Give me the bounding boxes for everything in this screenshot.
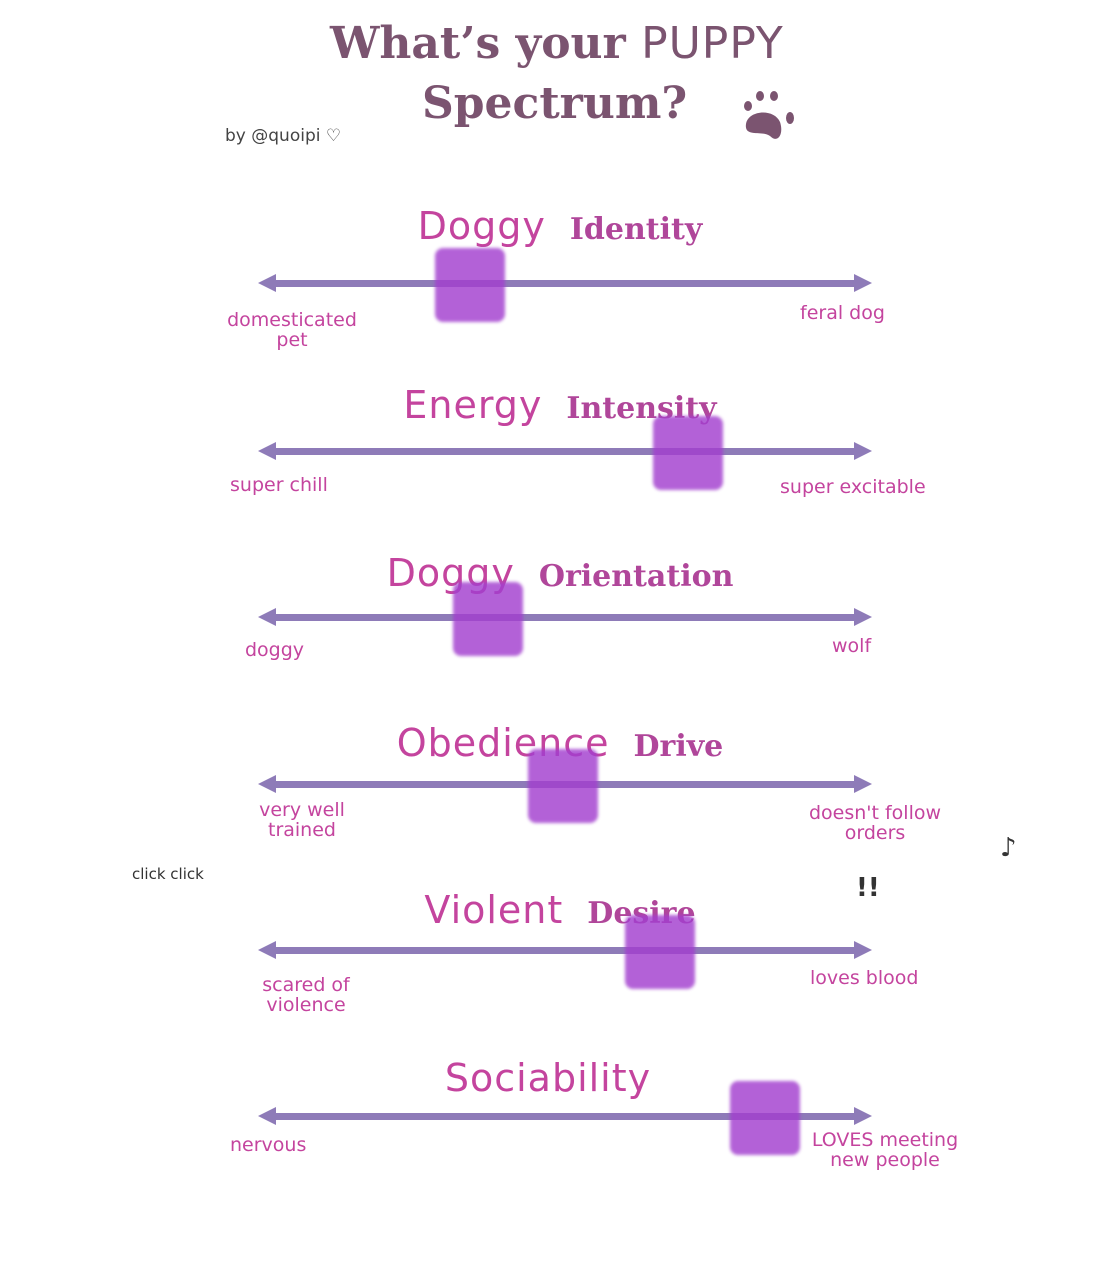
spectrum-marker[interactable] — [652, 416, 723, 490]
music-note-icon: ♪ — [1000, 833, 1017, 863]
spectrum-marker[interactable] — [453, 582, 524, 656]
spectrum-left-label: doggy — [245, 639, 305, 661]
title-line2: Spectrum? — [422, 78, 688, 129]
spectrum-marker[interactable] — [528, 749, 599, 823]
arrow-right-head — [854, 274, 872, 292]
title-puppy: PUPPY — [641, 18, 784, 69]
author-credit: by @quoipi ♡ — [225, 126, 342, 146]
page-title: What’s your PUPPY Spectrum? — [330, 14, 784, 134]
arrow-line — [268, 448, 862, 455]
spectrum-title-word2: Identity — [569, 212, 703, 247]
arrow-left-head — [258, 941, 276, 959]
arrow-left-head — [258, 775, 276, 793]
spectrum-arrow — [258, 582, 872, 656]
arrow-line — [268, 947, 862, 954]
spectrum-arrow — [258, 248, 872, 322]
spectrum-title-word2: Orientation — [538, 559, 734, 594]
spectrum-right-label: doesn't follow orders — [808, 802, 942, 844]
arrow-line — [268, 280, 862, 287]
spectrum-marker[interactable] — [730, 1081, 801, 1155]
arrow-line — [268, 614, 862, 621]
spectrum-arrow — [258, 749, 872, 823]
spectrum-marker[interactable] — [434, 248, 505, 322]
spectrum-left-label: nervous — [230, 1134, 307, 1156]
spectrum-right-label: super excitable — [780, 476, 926, 498]
spectrum-title-word1: Energy — [403, 383, 543, 427]
arrow-left-head — [258, 274, 276, 292]
arrow-right-head — [854, 608, 872, 626]
spectrum-left-label: very well trained — [259, 799, 345, 841]
title-line1: What’s your — [330, 18, 626, 69]
arrow-line — [268, 1113, 862, 1120]
spectrum-right-label: LOVES meeting new people — [811, 1129, 959, 1171]
spectrum-left-label: scared of violence — [262, 974, 350, 1016]
spectrum-title-word1: Violent — [424, 888, 564, 932]
click-text: click click — [132, 865, 204, 883]
spectrum-title-word1: Sociability — [444, 1056, 652, 1100]
exclaim-text: !! — [856, 873, 880, 903]
arrow-right-head — [854, 1107, 872, 1125]
paw-icon — [744, 91, 794, 139]
spectrum-left-label: domesticated pet — [227, 309, 357, 351]
spectrum-right-label: wolf — [832, 635, 872, 657]
spectrum-right-label: feral dog — [800, 302, 885, 324]
spectrum-right-label: loves blood — [810, 967, 919, 989]
arrow-left-head — [258, 442, 276, 460]
spectrum-title-word2: Drive — [633, 729, 724, 764]
spectrum-title: Sociability — [0, 1056, 1120, 1100]
spectrum-marker[interactable] — [625, 915, 696, 989]
spectrum-arrow — [258, 1081, 872, 1155]
spectrum-title-word1: Doggy — [417, 204, 546, 248]
arrow-right-head — [854, 941, 872, 959]
spectrum-arrow — [258, 915, 872, 989]
spectrum-arrow — [258, 416, 872, 490]
arrow-right-head — [854, 775, 872, 793]
arrow-left-head — [258, 1107, 276, 1125]
spectrum-left-label: super chill — [230, 474, 328, 496]
arrow-right-head — [854, 442, 872, 460]
spectrum-title: Doggy Identity — [0, 204, 1120, 248]
arrow-left-head — [258, 608, 276, 626]
